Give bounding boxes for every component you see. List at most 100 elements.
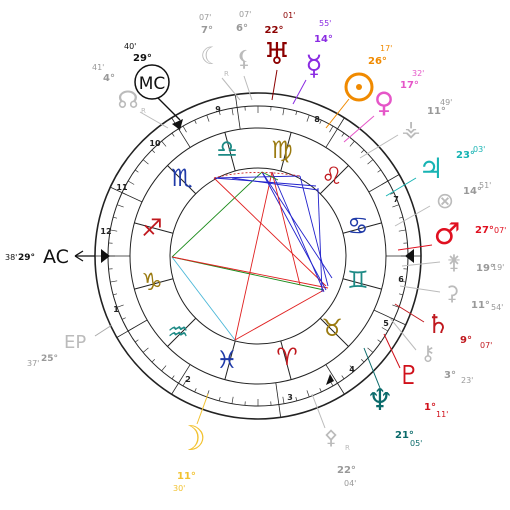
sign-sagittarius: ♐ bbox=[141, 214, 163, 242]
degree-tick bbox=[206, 114, 210, 122]
jupiter: ♃ 23° 03' bbox=[385, 145, 485, 197]
degree-tick bbox=[367, 159, 374, 165]
fortune-minute: 51' bbox=[479, 181, 491, 190]
house-5: 5 bbox=[383, 319, 389, 328]
venus-glyph: ♀ bbox=[374, 86, 395, 119]
moon-glyph: ☽ bbox=[176, 419, 206, 459]
degree-tick bbox=[182, 125, 187, 133]
degree-tick bbox=[110, 229, 118, 232]
sign-virgo: ♍ bbox=[271, 136, 293, 164]
jupiter-glyph: ♃ bbox=[418, 152, 443, 185]
degree-tick bbox=[329, 125, 334, 133]
wheel bbox=[94, 92, 422, 420]
neptune-glyph: ♆ bbox=[367, 383, 394, 418]
planets: ♅ 22° 01' ☿ 14° 55' 26° 17' ♀ 17° 32' ⚶ … bbox=[92, 10, 506, 493]
degree-tick bbox=[134, 339, 139, 343]
sign-divider bbox=[224, 340, 236, 380]
degree-tick bbox=[194, 119, 197, 124]
house-4: 4 bbox=[349, 365, 355, 374]
degree-tick bbox=[282, 396, 285, 404]
sign-divider bbox=[319, 317, 349, 347]
pluto-glyph: ♇ bbox=[397, 361, 420, 391]
vesta: ⚶ 11° 49' bbox=[359, 98, 452, 159]
house-3: 3 bbox=[287, 393, 293, 402]
moon: ☽ 11° 30' bbox=[173, 393, 209, 493]
juno: ⚵ 19° 19' bbox=[401, 250, 504, 274]
degree-tick bbox=[367, 347, 374, 353]
degree-tick bbox=[116, 304, 124, 308]
ep-label: EP bbox=[64, 332, 86, 353]
uranus-glyph: ♅ bbox=[264, 37, 291, 72]
house-8: 8 bbox=[314, 115, 320, 124]
house-cusp bbox=[325, 117, 345, 148]
mercury-degree: 14° bbox=[314, 34, 333, 45]
house-12: 12 bbox=[100, 227, 111, 236]
house-7: 7 bbox=[393, 195, 399, 204]
saturn-minute: 07' bbox=[480, 341, 492, 350]
sign-pisces: ♓ bbox=[216, 346, 238, 374]
pallas-degree: 22° bbox=[337, 465, 356, 476]
sign-divider bbox=[224, 132, 236, 172]
mc-degree: 29° bbox=[133, 53, 152, 64]
degree-tick bbox=[398, 229, 406, 232]
chiron-minute: 23' bbox=[461, 376, 473, 385]
juno-minute: 19' bbox=[492, 263, 504, 272]
lilith-moon-minute: 07' bbox=[199, 13, 211, 22]
degree-tick bbox=[295, 111, 298, 116]
sign-divider bbox=[167, 165, 197, 195]
pallas-minute: 04' bbox=[344, 479, 356, 488]
mars-minute: 07' bbox=[494, 226, 506, 235]
degree-tick bbox=[349, 365, 355, 372]
ceres-glyph: ⚳ bbox=[445, 281, 460, 305]
degree-tick bbox=[306, 114, 310, 122]
degree-tick bbox=[398, 216, 403, 219]
chiron-degree: 3° bbox=[444, 370, 456, 381]
pallas: ⚴ R 22° 04' bbox=[311, 393, 356, 488]
jupiter-minute: 03' bbox=[473, 145, 485, 154]
degree-tick bbox=[218, 111, 221, 116]
degree-tick bbox=[116, 204, 124, 208]
lilith-moon-retro: R bbox=[224, 70, 229, 78]
degree-tick bbox=[319, 119, 322, 124]
house-cusp bbox=[110, 186, 143, 203]
mars-glyph: ♂ bbox=[434, 217, 461, 252]
house-cusp bbox=[234, 94, 241, 130]
degree-tick bbox=[360, 358, 365, 363]
sun: 26° 17' bbox=[325, 44, 392, 129]
ep-degree: 25° bbox=[41, 354, 58, 364]
venus: ♀ 17° 32' bbox=[343, 69, 424, 143]
sign-divider bbox=[342, 278, 382, 290]
degree-tick bbox=[377, 339, 382, 343]
vesta-glyph: ⚶ bbox=[402, 117, 421, 142]
house-10: 10 bbox=[149, 139, 161, 148]
ceres-minute: 54' bbox=[491, 303, 503, 312]
sign-divider bbox=[280, 340, 292, 380]
degree-tick bbox=[282, 108, 285, 116]
ceres-degree: 11° bbox=[471, 300, 490, 311]
degree-tick bbox=[306, 390, 310, 398]
ep-minute: 37' bbox=[27, 359, 39, 368]
degree-tick bbox=[360, 149, 365, 154]
degree-tick bbox=[231, 108, 234, 116]
degree-tick bbox=[171, 375, 175, 380]
fortune-degree: 14° bbox=[463, 186, 482, 197]
house-6: 6 bbox=[398, 275, 404, 284]
moon-minute: 30' bbox=[173, 484, 185, 493]
house-cusp bbox=[325, 364, 345, 395]
degree-tick bbox=[161, 365, 167, 372]
pluto-minute: 11' bbox=[436, 410, 448, 419]
house-cusp bbox=[171, 364, 191, 395]
chiron: ⚷ 3° 23' bbox=[389, 317, 473, 385]
lilith: ⚸ 6° 07' bbox=[236, 10, 253, 101]
house-2: 2 bbox=[185, 375, 191, 384]
mars: ♂ 27° 07' bbox=[397, 217, 506, 252]
sign-capricorn: ♑ bbox=[141, 268, 163, 296]
sign-aries: ♈ bbox=[276, 343, 298, 371]
neptune: ♆ 21° 05' bbox=[363, 347, 422, 448]
degree-tick bbox=[319, 388, 322, 393]
uranus-degree: 22° bbox=[265, 25, 284, 36]
fortune: ⊗ 14° 51' bbox=[394, 181, 491, 227]
house-1: 1 bbox=[113, 305, 119, 314]
sign-gemini: ♊ bbox=[347, 266, 369, 294]
sign-dividers bbox=[134, 132, 382, 380]
